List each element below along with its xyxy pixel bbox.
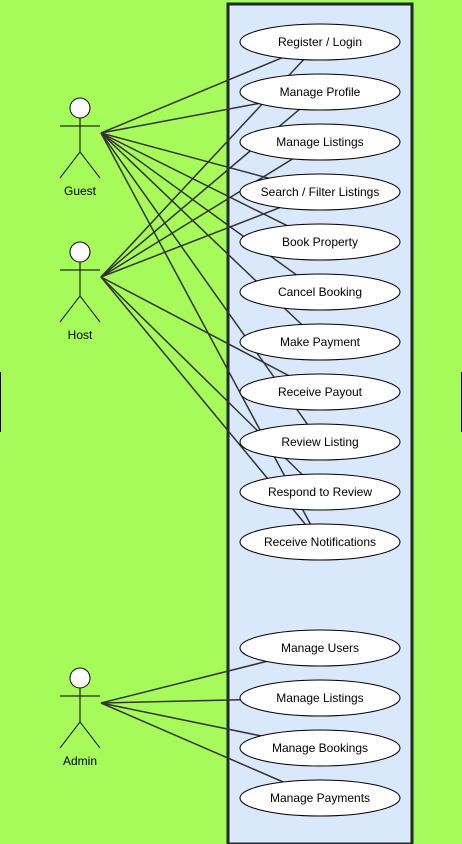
use-case-label: Search / Filter Listings — [261, 185, 380, 199]
use-case-receive-payout[interactable]: Receive Payout — [239, 373, 401, 411]
use-case-book-property[interactable]: Book Property — [239, 223, 401, 261]
association-guest-book_property — [100, 132, 288, 227]
use-case-review-listing[interactable]: Review Listing — [239, 423, 401, 461]
use-case-label: Receive Notifications — [264, 535, 376, 549]
association-admin-manage_payments — [100, 702, 284, 783]
use-case-label: Manage Payments — [270, 791, 370, 805]
use-case-search-filter[interactable]: Search / Filter Listings — [239, 173, 401, 211]
use-case-label: Make Payment — [280, 335, 361, 349]
use-case-label: Manage Listings — [276, 691, 363, 705]
associations — [100, 57, 312, 783]
association-admin-manage_users — [100, 660, 267, 704]
use-case-ellipse — [239, 373, 401, 411]
use-case-ellipse — [239, 273, 401, 311]
actor-head — [69, 241, 91, 263]
actor-left-leg — [59, 295, 81, 323]
use-case-label: Review Listing — [281, 435, 358, 449]
association-guest-receive_notifications — [100, 132, 312, 525]
use-case-manage-listings[interactable]: Manage Listings — [239, 123, 401, 161]
use-case-label: Book Property — [282, 235, 358, 249]
actor-label: Admin — [63, 754, 97, 768]
use-case-label: Manage Profile — [280, 85, 361, 99]
use-case-ellipse — [239, 523, 401, 561]
association-guest-search_filter — [100, 132, 269, 179]
use-case-make-payment[interactable]: Make Payment — [239, 323, 401, 361]
actor-host[interactable]: Host — [59, 241, 101, 342]
use-case-label: Cancel Booking — [278, 285, 362, 299]
use-case-ellipse — [239, 679, 401, 717]
use-case-label: Register / Login — [278, 35, 362, 49]
use-case-ellipse — [239, 423, 401, 461]
association-admin-admin_manage_listings — [100, 699, 241, 704]
association-admin-manage_bookings — [100, 702, 262, 737]
use-case-manage-bookings[interactable]: Manage Bookings — [239, 729, 401, 767]
use-case-register-login[interactable]: Register / Login — [239, 23, 401, 61]
use-case-ellipse — [239, 629, 401, 667]
actor-head — [69, 97, 91, 119]
actor-left-leg — [59, 151, 81, 179]
association-host-search_filter — [100, 206, 281, 278]
use-case-ellipse — [239, 123, 401, 161]
association-guest-register_login — [100, 57, 283, 134]
actor-right-leg — [79, 151, 101, 179]
use-case-ellipse — [239, 779, 401, 817]
use-case-ellipse — [239, 729, 401, 767]
actor-label: Guest — [64, 184, 97, 198]
use-case-respond-review[interactable]: Respond to Review — [239, 473, 401, 511]
association-guest-manage_profile — [100, 102, 259, 134]
use-case-ellipse — [239, 473, 401, 511]
use-case-manage-profile[interactable]: Manage Profile — [239, 73, 401, 111]
use-case-manage-payments[interactable]: Manage Payments — [239, 779, 401, 817]
association-host-manage_listings — [100, 158, 293, 278]
association-guest-review_listing — [100, 132, 309, 425]
actor-right-leg — [79, 295, 101, 323]
use-case-manage-users[interactable]: Manage Users — [239, 629, 401, 667]
association-host-receive_payout — [100, 276, 289, 377]
use-case-ellipse — [239, 23, 401, 61]
use-case-admin-manage-listings[interactable]: Manage Listings — [239, 679, 401, 717]
use-case-ellipse — [239, 173, 401, 211]
use-case-label: Manage Bookings — [272, 741, 368, 755]
use-case-label: Manage Users — [281, 641, 359, 655]
actor-left-leg — [59, 721, 81, 749]
use-case-ellipse — [239, 223, 401, 261]
use-case-ellipse — [239, 323, 401, 361]
actor-guest[interactable]: Guest — [59, 97, 101, 198]
actor-label: Host — [68, 328, 93, 342]
use-case-receive-notifications[interactable]: Receive Notifications — [239, 523, 401, 561]
use-case-label: Receive Payout — [278, 385, 363, 399]
actor-head — [69, 667, 91, 689]
use-case-ellipse — [239, 73, 401, 111]
actor-right-leg — [79, 721, 101, 749]
use-case-cancel-booking[interactable]: Cancel Booking — [239, 273, 401, 311]
actor-admin[interactable]: Admin — [59, 667, 101, 768]
use-case-label: Manage Listings — [276, 135, 363, 149]
use-case-label: Respond to Review — [268, 485, 372, 499]
